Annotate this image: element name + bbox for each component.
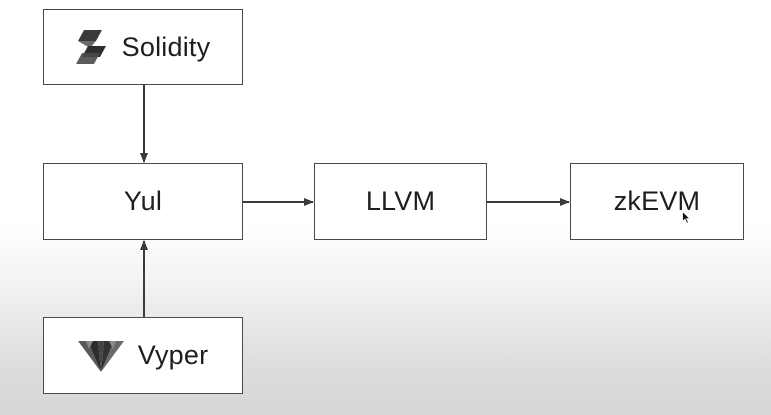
node-yul: Yul [43,163,243,240]
node-solidity: Solidity [43,9,243,85]
node-label: zkEVM [613,186,701,216]
mouse-cursor-icon [682,210,691,224]
node-label: Vyper [137,340,209,370]
node-label: Yul [123,186,163,216]
vyper-logo-icon [77,339,124,373]
node-llvm: LLVM [314,163,487,240]
node-zkevm: zkEVM [570,163,744,240]
node-vyper: Vyper [43,317,243,394]
solidity-logo-icon [75,29,108,65]
node-label: LLVM [365,186,436,216]
node-label: Solidity [121,31,211,62]
